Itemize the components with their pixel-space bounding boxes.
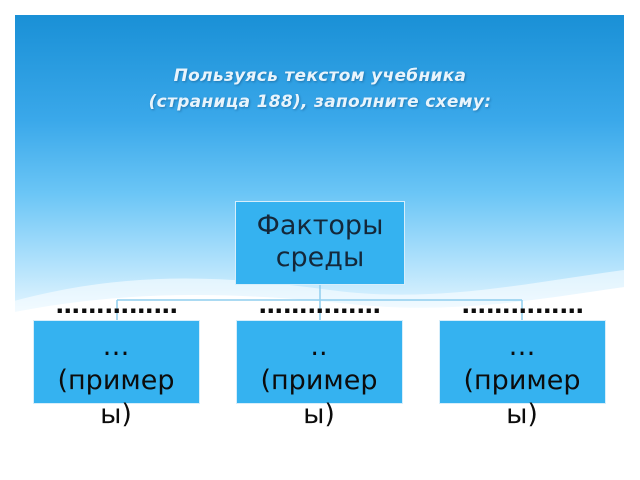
slide-title: Пользуясь текстом учебника (страница 188… [30, 63, 610, 115]
child-3-line-2: (пример [463, 365, 581, 396]
child-1-line-1: … [102, 331, 130, 362]
child-2-dots: …………… [258, 292, 382, 318]
child-3-dots: …………… [461, 292, 585, 318]
child-1-line-3: ы) [100, 399, 132, 430]
child-3-line-3: ы) [506, 399, 538, 430]
child-box-2 [236, 320, 403, 404]
child-2-line-2: (пример [260, 365, 378, 396]
child-box-3 [439, 320, 606, 404]
child-1-line-2: (пример [57, 365, 175, 396]
child-2-line-3: ы) [303, 399, 335, 430]
title-line-1: Пользуясь текстом учебника [173, 66, 467, 86]
title-line-2: (страница 188), заполните схему: [148, 92, 492, 112]
child-3-text: … (пример ы) [432, 330, 612, 432]
child-2-line-1: .. [310, 331, 328, 362]
root-line-1: Факторы [256, 210, 384, 241]
root-box-environment-factors: Факторы среды [235, 201, 405, 285]
root-line-2: среды [275, 242, 365, 273]
child-box-1 [33, 320, 200, 404]
child-2-text: .. (пример ы) [229, 330, 409, 432]
child-1-dots: …………… [55, 292, 179, 318]
child-1-text: … (пример ы) [26, 330, 206, 432]
child-3-line-1: … [508, 331, 536, 362]
